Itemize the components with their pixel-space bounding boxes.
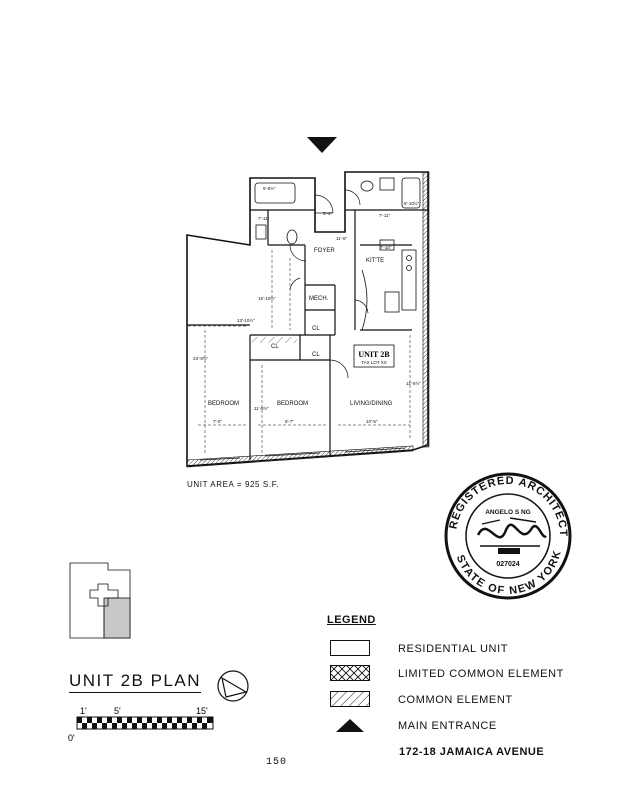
bathroom-fixtures bbox=[254, 177, 421, 245]
dim-bedroom1-depth: 23'-9½" bbox=[193, 355, 209, 361]
legend-item-main-entrance: MAIN ENTRANCE bbox=[330, 715, 570, 735]
legend-label: COMMON ELEMENT bbox=[398, 694, 513, 706]
room-label-bedroom-1: BEDROOM bbox=[208, 401, 239, 407]
legend-label: MAIN ENTRANCE bbox=[398, 720, 497, 732]
north-arrow-icon bbox=[217, 670, 249, 702]
tax-lot-label: TAX LOT XX bbox=[361, 360, 387, 365]
dim-bedroom1-width: 7'-0" bbox=[213, 419, 222, 424]
room-label-closet-a: CL bbox=[271, 344, 279, 350]
svg-text:027024: 027024 bbox=[496, 561, 519, 568]
scale-bar bbox=[76, 716, 214, 730]
legend-swatch-diagonal bbox=[330, 691, 370, 707]
legend-label: RESIDENTIAL UNIT bbox=[398, 643, 509, 655]
room-label-foyer: FOYER bbox=[314, 248, 335, 254]
room-label-kitchen: KIT'TE bbox=[366, 258, 384, 264]
page-number: 150 bbox=[266, 757, 288, 768]
unit-label-box bbox=[353, 344, 395, 368]
dim-bath2-depth: 5'-10½" bbox=[404, 200, 420, 206]
architect-seal-stamp: REGISTERED ARCHITECT STATE OF NEW YORK A… bbox=[444, 472, 572, 600]
windows bbox=[199, 447, 406, 461]
room-label-closet-c: CL bbox=[312, 352, 320, 358]
dimension-lines bbox=[188, 250, 411, 455]
dim-bedroom1-width-top: 13'-10½" bbox=[237, 317, 255, 323]
legend-swatch-blank bbox=[330, 640, 370, 656]
room-label-mech: MECH. bbox=[309, 296, 329, 302]
dim-hall-length: 15'-10½" bbox=[258, 295, 276, 301]
dim-living-depth: 11'-5½" bbox=[406, 380, 421, 386]
dim-bedroom2-width: 8'-7" bbox=[285, 419, 294, 424]
room-label-closet-b: CL bbox=[312, 326, 320, 332]
south-wall bbox=[186, 445, 414, 468]
dim-bath1-depth: 7'-11" bbox=[258, 216, 270, 221]
east-wall bbox=[422, 171, 430, 448]
main-entrance-triangle-icon bbox=[336, 719, 364, 732]
kitchen-fixtures bbox=[361, 239, 417, 331]
dim-foyer-width: 5'-4" bbox=[323, 211, 332, 216]
unit-label: UNIT 2B bbox=[358, 350, 390, 359]
dim-kitchen-width: 7'-10" bbox=[380, 245, 392, 250]
unit-outline bbox=[186, 171, 429, 467]
legend-item-common-element: COMMON ELEMENT bbox=[330, 689, 570, 709]
room-label-bedroom-2: BEDROOM bbox=[277, 401, 308, 407]
dim-bath1-width: 5'-8½" bbox=[263, 185, 276, 191]
legend-item-limited-common-element: LIMITED COMMON ELEMENT bbox=[330, 663, 570, 683]
plan-title: UNIT 2B PLAN bbox=[69, 671, 202, 693]
dim-bedroom2-depth: 11'-8½" bbox=[254, 405, 269, 411]
legend-swatch-crosshatch bbox=[330, 665, 370, 681]
key-plan bbox=[69, 562, 131, 639]
legend-title: LEGEND bbox=[327, 614, 376, 626]
dim-bath2-width: 7'-11" bbox=[379, 213, 391, 218]
scale-label-5: 5' bbox=[114, 706, 121, 716]
legend-label: LIMITED COMMON ELEMENT bbox=[398, 668, 564, 680]
scale-label-zero: 0' bbox=[68, 733, 75, 743]
door-swings bbox=[289, 189, 369, 379]
dim-foyer-depth: 11'-6" bbox=[336, 236, 348, 241]
scale-label-15: 15' bbox=[196, 706, 208, 716]
interior-walls bbox=[187, 209, 428, 460]
closet-hatch bbox=[252, 337, 297, 343]
scale-label-1: 1' bbox=[80, 706, 87, 716]
building-address: 172-18 JAMAICA AVENUE bbox=[399, 746, 545, 758]
dim-living-width: 10'-5" bbox=[366, 419, 378, 424]
room-label-living-dining: LIVING/DINING bbox=[350, 401, 393, 407]
svg-text:ANGELO S NG: ANGELO S NG bbox=[485, 509, 531, 516]
main-entrance-marker bbox=[307, 137, 337, 153]
legend-item-residential-unit: RESIDENTIAL UNIT bbox=[330, 638, 570, 658]
unit-area-label: UNIT AREA = 925 S.F. bbox=[187, 480, 280, 489]
